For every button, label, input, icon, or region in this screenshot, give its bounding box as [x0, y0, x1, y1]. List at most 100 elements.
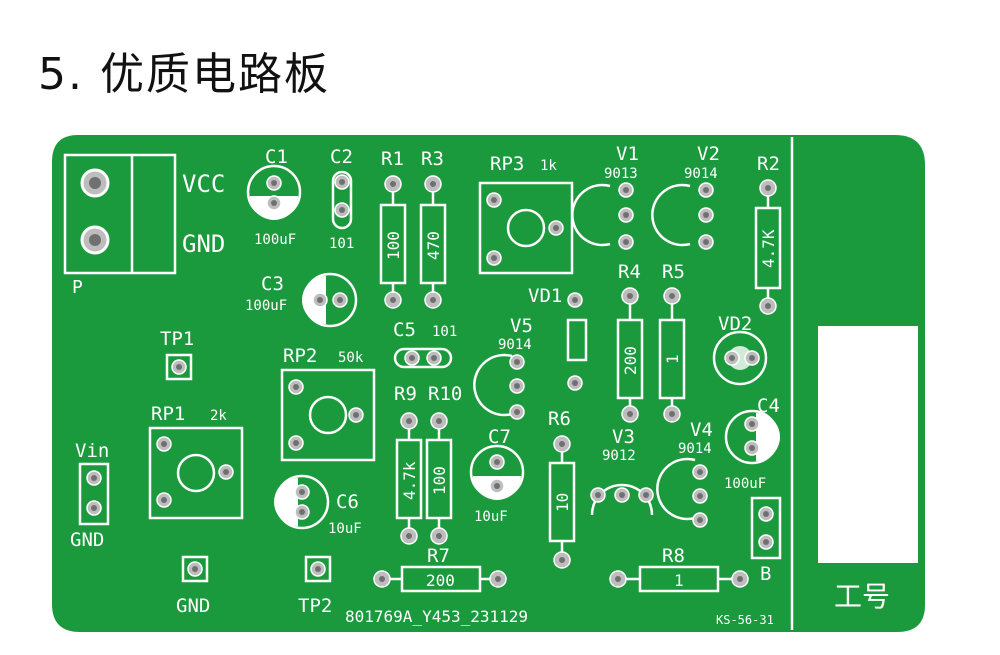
label-tp2: TP2: [298, 595, 332, 617]
pad-hole: [572, 297, 578, 303]
pad-hole: [317, 297, 323, 303]
pad-hole: [271, 200, 277, 206]
pad-hole: [763, 539, 769, 545]
potentiometer-rotors: [176, 208, 546, 493]
label-r5: R5: [662, 261, 685, 283]
c6-capacitor: [274, 474, 330, 530]
pad-hole: [749, 445, 755, 451]
label-r5-value: 1: [663, 354, 682, 364]
pad-hole: [353, 412, 359, 418]
pad-hole: [337, 297, 343, 303]
label-r10-value: 100: [430, 466, 449, 495]
label-p: P: [72, 277, 83, 298]
label-r6-value: 10: [553, 493, 572, 512]
pad-hole: [176, 364, 182, 370]
pad-hole: [91, 505, 97, 511]
label-rp2-value: 50k: [338, 350, 364, 366]
board-code: KS-56-31: [716, 613, 774, 627]
label-tp1: TP1: [160, 328, 194, 350]
pad-hole: [669, 293, 675, 299]
pad-hole: [409, 355, 415, 361]
pad-hole: [494, 483, 500, 489]
label-r9-value: 4.7k: [400, 461, 419, 500]
silkscreen: [63, 137, 794, 630]
label-vcc: VCC: [182, 170, 225, 198]
label-rp3: RP3: [490, 153, 524, 175]
label-r7-value: 200: [426, 571, 455, 590]
pad-hole: [514, 359, 520, 365]
pad-hole: [390, 181, 396, 187]
pad-hole: [559, 441, 565, 447]
pad-hole: [619, 492, 625, 498]
label-c5: C5: [393, 319, 416, 341]
pad-hole: [703, 239, 709, 245]
label-c1: C1: [265, 146, 288, 168]
label-id-area: 工号: [834, 580, 890, 613]
label-v4: V4: [690, 419, 713, 441]
label-r7: R7: [427, 545, 450, 567]
resistor-values-vertical: 100 470 4.7K 200 1 4.7k 100 10: [384, 229, 778, 512]
pcb-substrate: [52, 135, 925, 632]
label-rp2: RP2: [283, 345, 317, 367]
pad-hole: [299, 509, 305, 515]
label-r3-value: 470: [424, 231, 443, 260]
page-title: 5. 优质电路板: [38, 49, 330, 100]
pad-hole: [379, 576, 385, 582]
label-vin-gnd: GND: [70, 529, 104, 551]
label-vd2: VD2: [718, 313, 752, 335]
pad-hole: [491, 197, 497, 203]
label-c4: C4: [757, 395, 780, 417]
label-r8: R8: [662, 545, 685, 567]
pad-hole: [765, 185, 771, 191]
label-r3: R3: [421, 148, 444, 170]
pad-hole: [749, 421, 755, 427]
pad-hole: [643, 492, 649, 498]
pad-hole: [299, 489, 305, 495]
pad-hole: [430, 181, 436, 187]
label-r2-value: 4.7K: [759, 229, 778, 268]
pad-hole: [161, 497, 167, 503]
pad-hole: [436, 418, 442, 424]
pad-hole: [623, 187, 629, 193]
pad-hole: [390, 297, 396, 303]
pad-hole: [669, 411, 675, 417]
label-gnd-pad: GND: [176, 595, 210, 617]
label-r4: R4: [618, 261, 641, 283]
pad-hole: [729, 355, 735, 361]
pad-hole: [339, 207, 345, 213]
label-c5-value: 101: [432, 324, 457, 340]
label-c1-value: 100uF: [254, 232, 296, 248]
pad-hole: [89, 234, 101, 246]
label-r9: R9: [394, 383, 417, 405]
label-v3-value: 9012: [602, 448, 636, 464]
pad-hole: [430, 297, 436, 303]
c4-capacitor: [724, 409, 780, 465]
label-v1: V1: [616, 143, 639, 165]
pad-hole: [436, 533, 442, 539]
pad-hole: [223, 469, 229, 475]
label-rp1: RP1: [151, 403, 185, 425]
pad-hole: [763, 511, 769, 517]
label-vd1: VD1: [528, 285, 562, 307]
id-blank-area: [818, 326, 918, 563]
label-c6: C6: [336, 491, 359, 513]
pad-hole: [495, 576, 501, 582]
pad-hole: [406, 533, 412, 539]
pad-hole: [431, 355, 437, 361]
label-r2: R2: [757, 153, 780, 175]
pad-hole: [491, 255, 497, 261]
pad-hole: [627, 293, 633, 299]
pad-hole: [89, 177, 101, 189]
label-rp3-value: 1k: [540, 158, 557, 174]
pad-hole: [339, 179, 345, 185]
pad-hole: [293, 384, 299, 390]
pad-hole: [494, 459, 500, 465]
label-v4-value: 9014: [678, 441, 712, 457]
pad-hole: [703, 187, 709, 193]
solder-pads: [80, 168, 777, 588]
label-r10: R10: [428, 383, 462, 405]
pad-hole: [406, 418, 412, 424]
pad-hole: [293, 440, 299, 446]
label-v5-value: 9014: [498, 337, 532, 353]
pad-hole: [697, 517, 703, 523]
